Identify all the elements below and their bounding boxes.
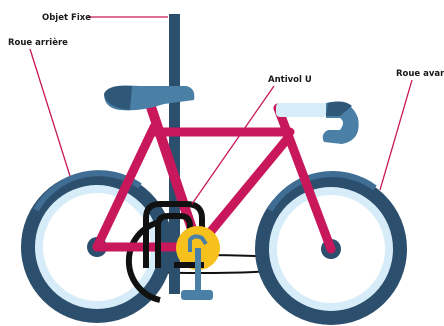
label-front-wheel: Roue avant [396,69,444,79]
callout-line-rear-wheel [29,48,71,177]
handlebar [276,101,359,144]
label-u-lock: Antivol U [268,75,312,85]
callout-line-front-wheel [379,79,413,191]
callout-line-u-lock [191,85,275,205]
callout-lines [29,16,413,205]
label-fixed-object: Objet Fixe [42,13,91,23]
saddle [104,85,195,111]
post-base [181,290,213,300]
label-rear-wheel: Roue arrière [8,37,68,48]
post-shaft [169,14,180,294]
fixed-post-icon [169,14,213,300]
